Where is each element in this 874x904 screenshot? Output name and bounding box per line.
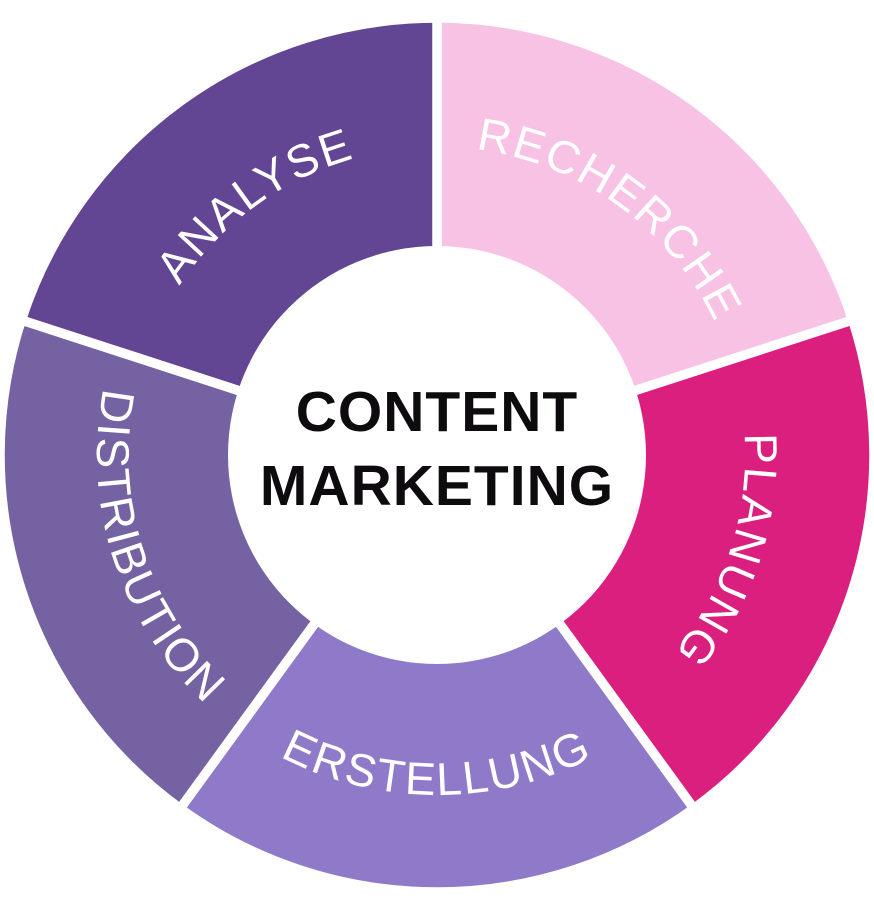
segment-erstellung [175,450,699,897]
center-title-line2: MARKETING [260,454,614,518]
center-title: CONTENT MARKETING [260,380,614,518]
center-title-line1: CONTENT [296,380,578,444]
donut-hole [228,246,646,664]
